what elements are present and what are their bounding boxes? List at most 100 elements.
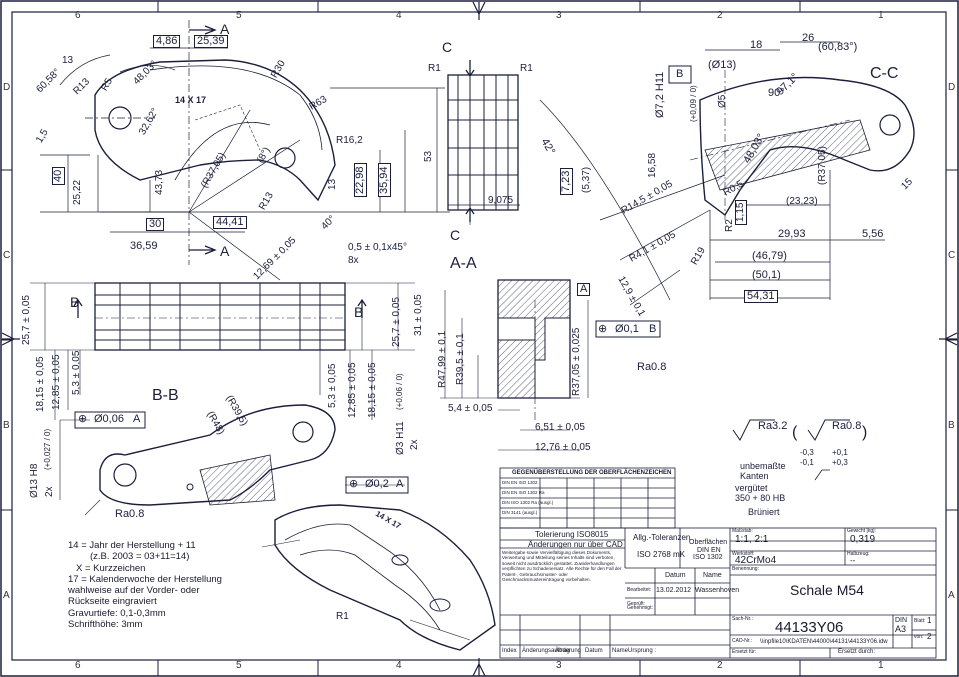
note-line: X = Kurzzeichen [76,562,146,574]
grid-letter-left: A [3,590,10,601]
revision-index: Index [502,648,517,654]
surface-din: DIN EN [697,547,721,554]
part-number-label: Sach-Nr.: [732,616,753,622]
dim-4441: 44,41 [213,216,247,229]
dim-r395: R39,5 ± 0,1 [455,333,466,385]
grid-letter-right: B [948,420,955,431]
compare-row: DIN ISO 1302 Ra (ausgl.) [502,500,554,505]
part-name: Schale M54 [790,582,864,598]
grid-number-bottom: 3 [556,660,562,671]
tol-ref-a: A [133,413,141,425]
general-tolerance-label: Allg.-Toleranzen [633,533,691,542]
dim-r162: R16,2 [336,135,363,146]
change-date: Datum [585,648,603,654]
dim-cc-4679: (46,79) [752,250,787,262]
grid-letter-right: A [948,590,955,601]
designation-label: Benennung: [732,566,759,572]
general-tolerance: ISO 2768 mK [637,550,686,559]
dim-chamfer: 0,5 ± 0,1x45° [348,242,407,253]
datum-b: B [676,68,684,80]
section-marker-b: B [354,304,364,320]
dim-13b: 13 [327,178,338,190]
edge-tol-a: -0,3 [800,448,814,457]
legal-notice: Weitergabe sowie Vervielfältigung dieses… [502,550,622,583]
replaced-by-label: Ersetzt durch: [838,649,876,655]
dim-53: 53 [423,150,434,162]
dim-cc-72h11: Ø7,2 H11 [654,71,666,118]
section-marker-a: A [220,243,230,259]
position-symbol: ⊕ [78,413,88,425]
title-block-grid [499,467,937,659]
dim-cc-501: (50,1) [752,269,781,281]
sheet-total: 2 [927,632,932,641]
dim-2x-b: 2x [409,439,420,450]
dim-cc-723: 7,23 [560,167,573,195]
replaces-label: Ersetzt für: [732,649,757,655]
dim-cc-556: 5,56 [862,228,884,240]
grid-number-top: 3 [556,10,562,21]
grid-letter-left: D [3,82,11,93]
dim-257-right: 25,7 ± 0,05 [391,297,402,347]
dim-40: 40 [52,166,65,185]
dim-13: 13 [62,55,74,66]
tol-pos-01: Ø0,1 [615,323,639,335]
dim-cc-2323: (23,23) [786,196,818,207]
cad-file-path: \\inpfile10\KDATEN\44000\44131\44133Y06.… [760,639,888,645]
dim-cc-2993: 29,93 [778,228,806,240]
dim-1815-left: 18,15 ± 0,05 [35,356,46,412]
dim-tol13: (+0,027 / 0) [43,428,52,470]
surface-ra08-bb: Ra0.8 [115,508,145,520]
semi-finished-label: Halbzeug: [847,551,870,557]
sheet-format: A3 [895,624,907,634]
dim-cc-26: 26 [802,32,815,44]
heat-treatment: vergütet 350 + 80 HB [735,483,786,504]
dim-31: 31 ± 0,05 [413,294,424,336]
drawn-date: 13.02.2012 [656,587,692,594]
dim-cc-r3705: (R37,05) [817,146,828,185]
position-symbol: ⊕ [349,478,359,490]
part-number: 44133Y06 [775,619,844,636]
scale-label: Maßstab: [732,528,753,534]
origin-label: Ursprung : [628,648,657,654]
dim-cc-6083: (60,83°) [818,41,858,53]
note-line: wahlweise auf der Vorder- oder [68,585,200,597]
checked-label: Geprüft: [627,601,646,607]
section-marker-c: C [450,227,461,243]
name-header: Name [703,572,722,579]
approved-label: Genehmigt: [627,605,653,611]
grid-number-top: 6 [75,10,81,21]
dim-r3705-aa: R37,05 ± 0,025 [571,327,582,396]
compare-row: DIN EN ISO 1302 Ra [502,490,545,495]
surface-ra08: Ra0.8 [832,420,862,432]
dim-4373: 43,73 [154,169,165,195]
dim-r1-left: R1 [428,63,441,74]
dim-53-left: 5,3 ± 0,05 [71,350,82,395]
dim-r1-right: R1 [520,63,533,74]
dim-cc-18: 18 [750,39,763,51]
dim-cc-5431: 54,31 [744,290,778,303]
dim-cc-115: 1,15 [735,199,747,225]
surface-iso: ISO 1302 [693,554,723,561]
dim-cc-13: (Ø13) [708,59,737,71]
scale-value: 1:1, 2:1 [735,534,769,545]
grid-letter-left: B [3,420,10,431]
tolerance-standard: Tolerierung ISO8015 [535,530,609,539]
dim-3594: 35,94 [378,163,391,197]
dim-tol3: (+0,06 / 0) [395,373,404,410]
surface-ra32: Ra3.2 [758,420,788,432]
dim-1815-right: 18,15 ± 0,05 [367,362,378,418]
compare-row: DIN 3141 (ausgl.) [502,510,538,515]
center-mark-bottom [472,658,486,677]
date-header: Datum [665,572,686,579]
change-label: Änderung [555,648,582,654]
grid-number-bottom: 2 [717,660,723,671]
unmarked-edges: unbemaßte Kanten [740,461,786,482]
surface-finish: Brüniert [748,507,780,517]
dim-2x-a: 2x [44,486,55,497]
weight-value: 0,319 [850,534,876,545]
section-title-cc: C-C [870,65,899,82]
dim-1285-left: 12,85 ± 0,05 [51,354,62,410]
change-order: Änderungsauftrag [522,648,570,654]
center-mark-left [1,332,20,346]
dim-53-right: 5,3 ± 0,05 [327,363,338,408]
